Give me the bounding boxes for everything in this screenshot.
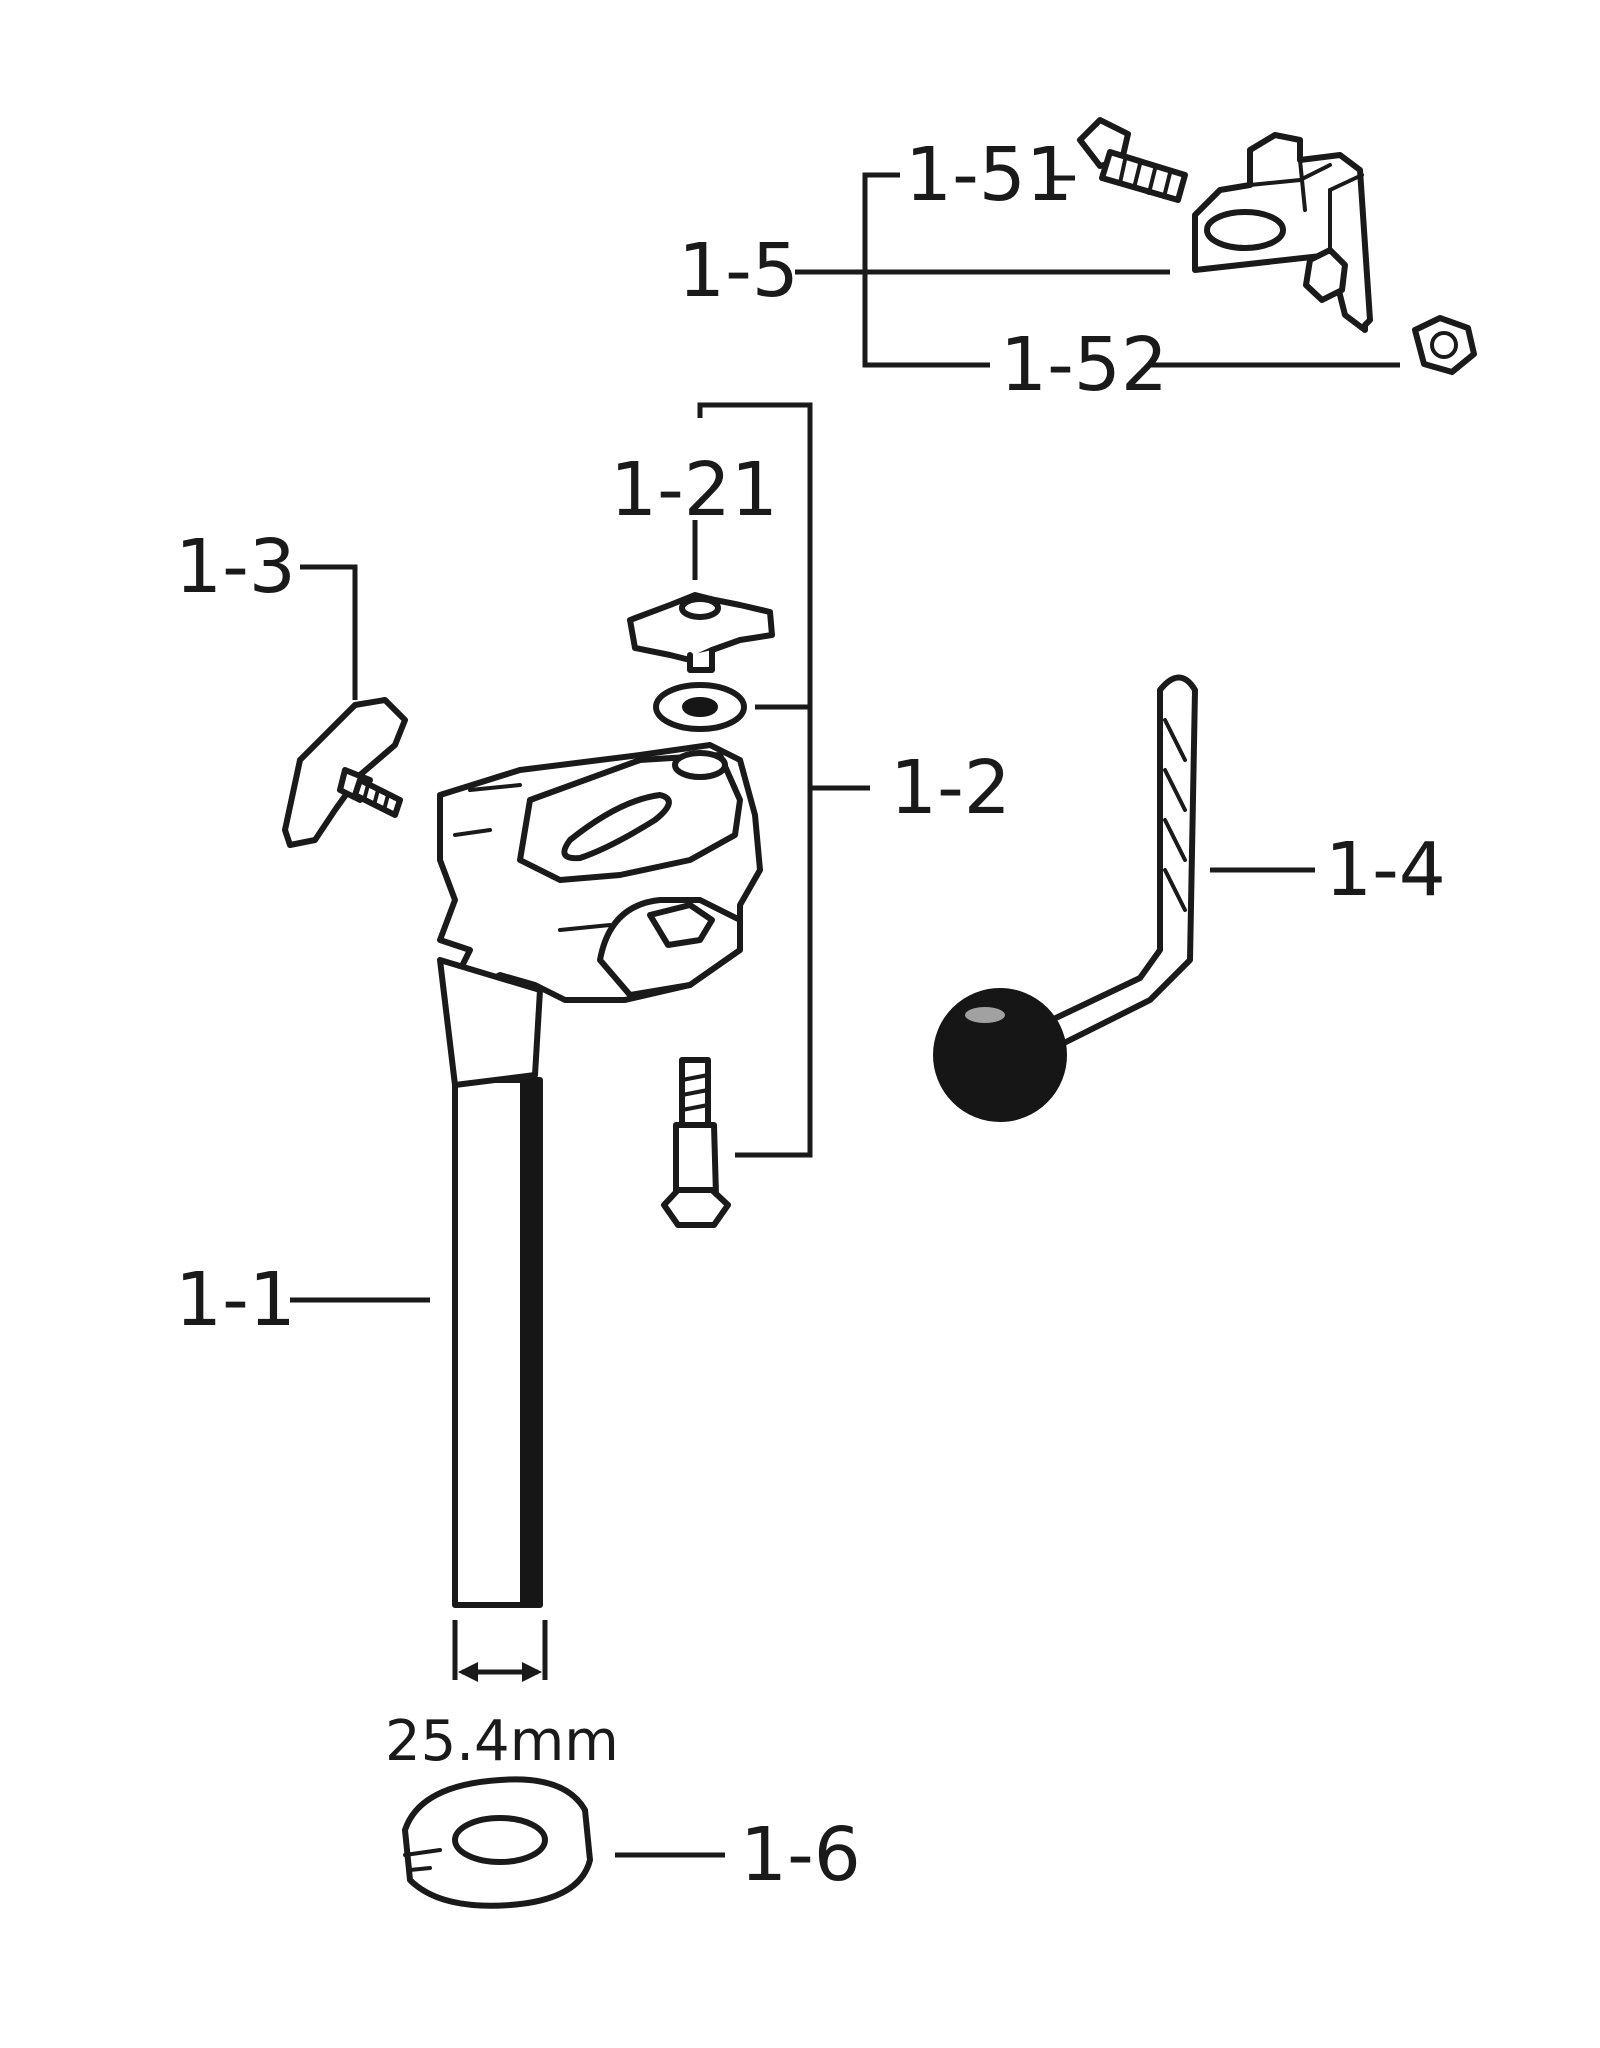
dimension-indicator (452, 1620, 548, 1682)
label-1-51: 1-51 (905, 132, 1073, 218)
label-1-5: 1-5 (678, 228, 799, 314)
part-1-52-nut (1412, 315, 1477, 375)
label-1-4: 1-4 (1325, 827, 1446, 913)
label-1-2: 1-2 (890, 745, 1011, 831)
part-1-2-washer (653, 682, 747, 732)
leader-lines-1-5 (795, 172, 1400, 368)
part-1-4-l-rod (933, 674, 1198, 1122)
part-1-6-memory-lock (402, 1776, 593, 1909)
label-1-21: 1-21 (610, 447, 778, 533)
part-1-1-tube (437, 957, 543, 1608)
part-1-2-clamp-body (437, 742, 763, 1003)
label-1-52: 1-52 (1000, 322, 1168, 408)
part-1-21-wing-nut (627, 592, 775, 673)
label-1-1: 1-1 (175, 1257, 296, 1343)
label-1-3: 1-3 (175, 524, 296, 610)
leader-bracket-1-2 (692, 402, 870, 1158)
label-1-6: 1-6 (740, 1812, 861, 1898)
part-1-51-bolt (1077, 117, 1188, 203)
leader-1-3 (300, 564, 358, 700)
part-1-5-clamp-block (1192, 132, 1373, 333)
part-1-3-wing-bolt (282, 697, 408, 848)
part-1-2-bolt (661, 1057, 731, 1228)
dimension-label: 25.4mm (385, 1709, 619, 1774)
